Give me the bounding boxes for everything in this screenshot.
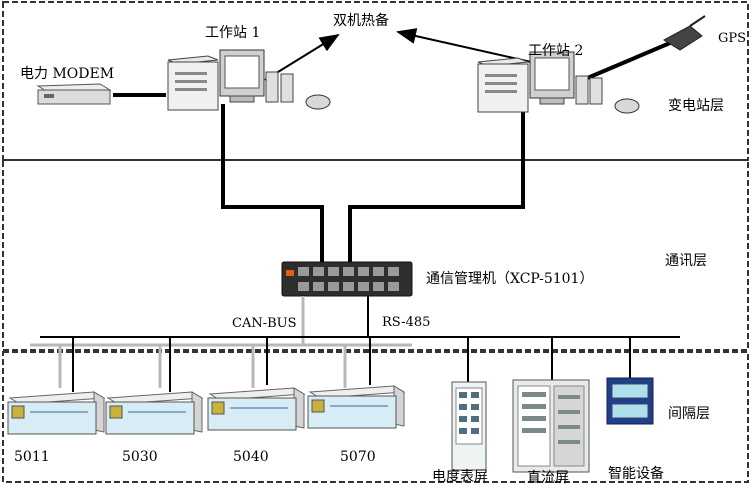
smart-device-label: 智能设备 xyxy=(608,465,664,482)
communication-layer-frame xyxy=(2,159,749,351)
protection-unit-5070 xyxy=(307,385,406,429)
comm-manager-label: 通信管理机（XCP-5101） xyxy=(426,271,593,287)
workstation1-label: 工作站 1 xyxy=(205,25,260,41)
ws2-trunk xyxy=(348,104,525,262)
protection-unit-5011 xyxy=(7,391,106,435)
meter-screen-cabinet xyxy=(451,381,487,471)
bay-layer-frame xyxy=(2,351,749,483)
rs485-label: RS-485 xyxy=(382,315,430,330)
gps-label: GPS xyxy=(718,31,746,46)
dc-screen-label: 直流屏 xyxy=(527,469,569,485)
power-modem-device xyxy=(36,83,112,105)
workstation1-computer xyxy=(167,49,331,111)
workstation2-label: 工作站 2 xyxy=(528,43,583,59)
bay-drops xyxy=(58,337,631,392)
gps-link xyxy=(577,41,671,84)
communication-layer-label: 通讯层 xyxy=(665,253,707,269)
hot-standby-label: 双机热备 xyxy=(333,12,389,29)
protection-unit-5030 xyxy=(105,391,204,435)
power-modem-label: 电力 MODEM xyxy=(20,66,114,82)
can-bus-label: CAN-BUS xyxy=(232,316,297,331)
substation-layer-label: 变电站层 xyxy=(668,98,724,114)
meter-screen-label: 电度表屏 xyxy=(432,469,488,485)
unit-label-5030: 5030 xyxy=(122,449,158,465)
dc-screen-cabinet xyxy=(512,379,590,473)
substation-layer-frame xyxy=(2,1,749,161)
unit-label-5011: 5011 xyxy=(14,449,50,465)
workstation2-computer xyxy=(477,51,640,114)
unit-label-5070: 5070 xyxy=(340,449,376,465)
ws1-trunk xyxy=(221,104,324,262)
gps-receiver xyxy=(663,15,706,51)
unit-label-5040: 5040 xyxy=(233,449,269,465)
protection-unit-5040 xyxy=(207,387,306,431)
bay-layer-label: 间隔层 xyxy=(668,406,710,422)
smart-device-panel xyxy=(606,377,654,425)
comm-manager-switch xyxy=(281,261,413,297)
